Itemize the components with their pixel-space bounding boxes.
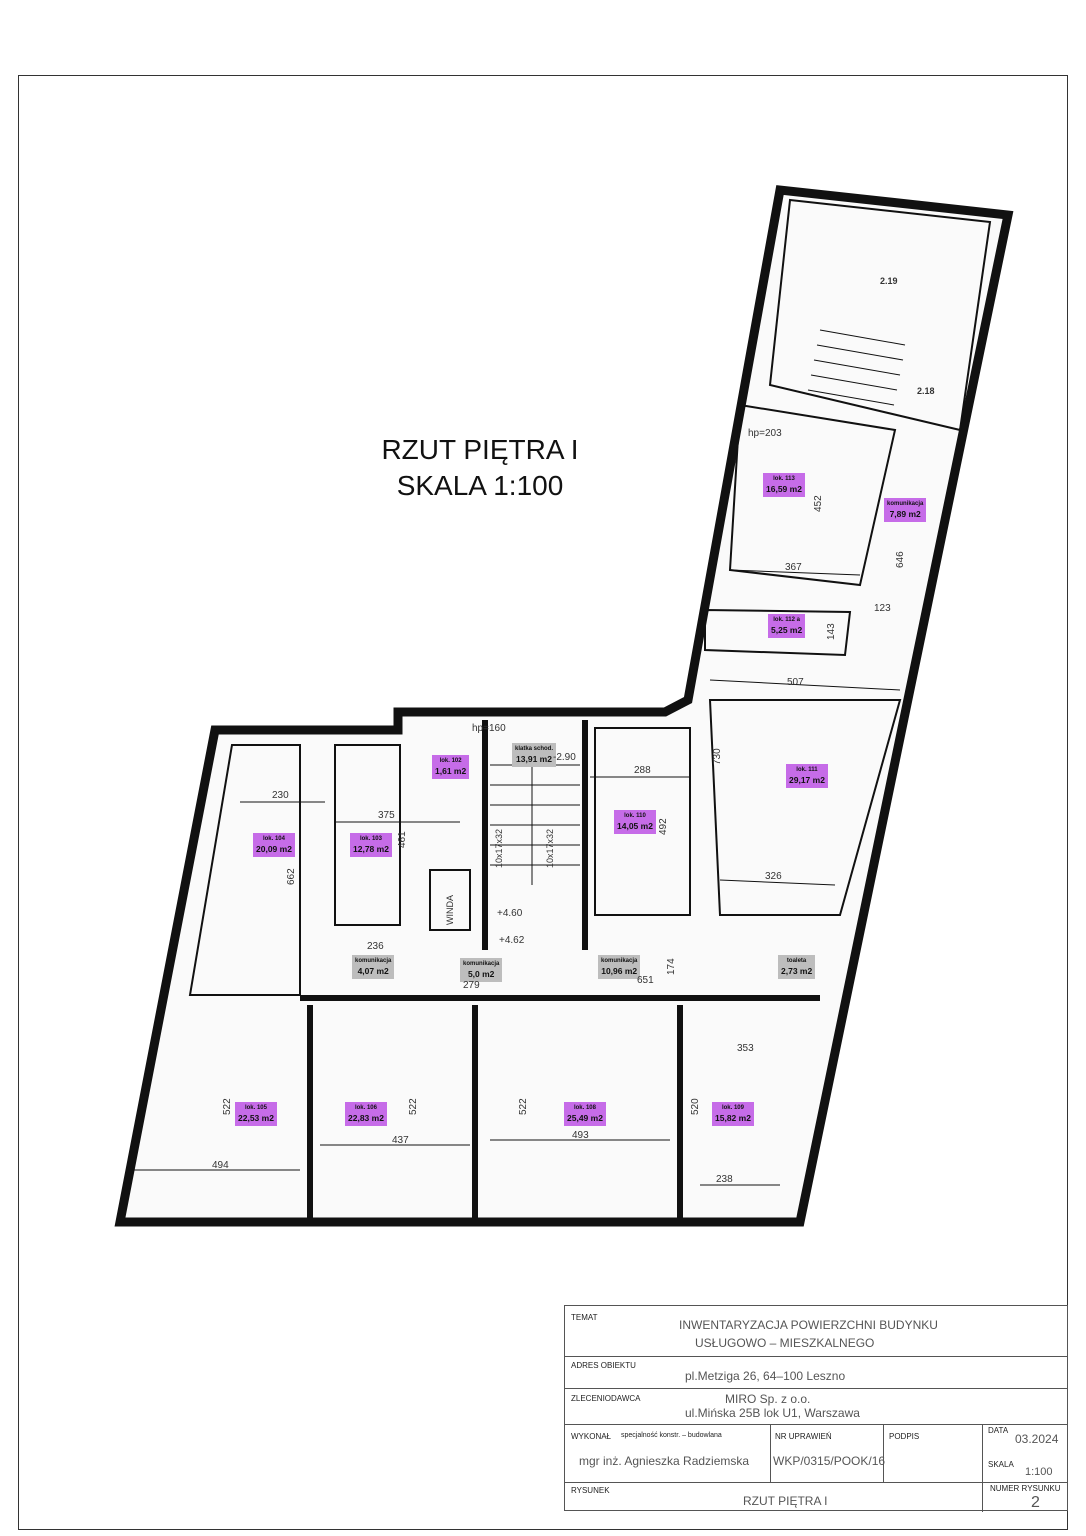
tb-label: specjalność konstr. – budowlana: [621, 1432, 722, 1439]
tb-value: ul.Mińska 25B lok U1, Warszawa: [685, 1406, 860, 1420]
dimension: 326: [765, 871, 782, 882]
tb-label: RYSUNEK: [571, 1486, 610, 1495]
stair-label: 10x17x32: [494, 828, 504, 868]
dimension: 662: [286, 868, 297, 885]
tb-adres-row: ADRES OBIEKTU pl.Metziga 26, 64–100 Lesz…: [565, 1356, 1067, 1389]
tb-label: PODPIS: [889, 1432, 920, 1441]
dimension: 353: [737, 1043, 754, 1054]
dimension: 174: [666, 958, 677, 975]
tb-label: DATA: [988, 1426, 1009, 1435]
dimension: 236: [367, 941, 384, 952]
title-block: TEMAT INWENTARYZACJA POWIERZCHNI BUDYNKU…: [564, 1305, 1068, 1512]
tb-value: MIRO Sp. z o.o.: [725, 1392, 811, 1406]
sheet-frame: [18, 75, 1068, 1530]
tb-value: INWENTARYZACJA POWIERZCHNI BUDYNKU: [679, 1318, 938, 1332]
dimension: 143: [826, 623, 837, 640]
dimension: 123: [874, 603, 891, 614]
dimension: 493: [572, 1130, 589, 1141]
dimension: 461: [397, 831, 408, 848]
tb-value: 1:100: [1025, 1466, 1053, 1478]
level-marker: +4.62: [499, 935, 525, 946]
tb-label: ADRES OBIEKTU: [571, 1361, 636, 1370]
dimension: 507: [787, 677, 804, 688]
room-label: klatka schod.13,91 m2: [512, 743, 557, 767]
stair-label: 10x17x32: [545, 828, 555, 868]
level-marker: 2.19: [880, 276, 898, 286]
drawing-title-line: RZUT PIĘTRA I: [381, 434, 579, 465]
tb-value: 2: [1031, 1494, 1040, 1511]
dimension: hp=203: [748, 428, 782, 439]
dimension: 375: [378, 810, 395, 821]
tb-value: USŁUGOWO – MIESZKALNEGO: [695, 1336, 875, 1350]
dimension: 288: [634, 765, 651, 776]
dimension: 238: [716, 1174, 733, 1185]
dimension: 522: [222, 1098, 233, 1115]
drawing-title: RZUT PIĘTRA I SKALA 1:100: [330, 432, 630, 504]
tb-rysunek-row: RYSUNEK RZUT PIĘTRA I NUMER RYSUNKU 2: [565, 1482, 1067, 1512]
elevator-label: WINDA: [445, 895, 455, 925]
dimension: 492: [658, 818, 669, 835]
dimension: 230: [272, 790, 289, 801]
dimension: 522: [408, 1098, 419, 1115]
dimension: 279: [463, 980, 480, 991]
tb-label: NUMER RYSUNKU: [990, 1484, 1061, 1493]
tb-temat-row: TEMAT INWENTARYZACJA POWIERZCHNI BUDYNKU…: [565, 1306, 1067, 1357]
tb-wykonal-row: WYKONAŁ specjalność konstr. – budowlana …: [565, 1424, 1067, 1483]
level-marker: +4.60: [497, 908, 523, 919]
dimension: 437: [392, 1135, 409, 1146]
tb-value: RZUT PIĘTRA I: [743, 1494, 828, 1508]
dimension: 367: [785, 562, 802, 573]
tb-label: TEMAT: [571, 1313, 598, 1322]
tb-label: WYKONAŁ: [571, 1432, 612, 1441]
dimension: 730: [712, 748, 723, 765]
dimension: 651: [637, 975, 654, 986]
tb-value: pl.Metziga 26, 64–100 Leszno: [685, 1369, 846, 1383]
level-marker: -2.90: [553, 752, 576, 763]
dimension: 494: [212, 1160, 229, 1171]
tb-label: SKALA: [988, 1460, 1014, 1469]
tb-value: mgr inż. Agnieszka Radziemska: [579, 1454, 750, 1468]
drawing-scale-line: SKALA 1:100: [396, 470, 564, 501]
dimension: 452: [813, 495, 824, 512]
tb-value: WKP/0315/POOK/16: [773, 1454, 886, 1468]
level-marker: 2.18: [917, 386, 935, 396]
dimension: 520: [690, 1098, 701, 1115]
dimension: 522: [518, 1098, 529, 1115]
tb-zleceniodawca-row: ZLECENIODAWCA MIRO Sp. z o.o. ul.Mińska …: [565, 1388, 1067, 1425]
tb-label: NR UPRAWIEŃ: [775, 1432, 832, 1441]
dimension: 646: [895, 551, 906, 568]
tb-label: ZLECENIODAWCA: [571, 1394, 641, 1403]
tb-value: 03.2024: [1015, 1432, 1059, 1446]
building-outline: [114, 185, 1014, 1227]
dimension: hp=160: [472, 723, 506, 734]
